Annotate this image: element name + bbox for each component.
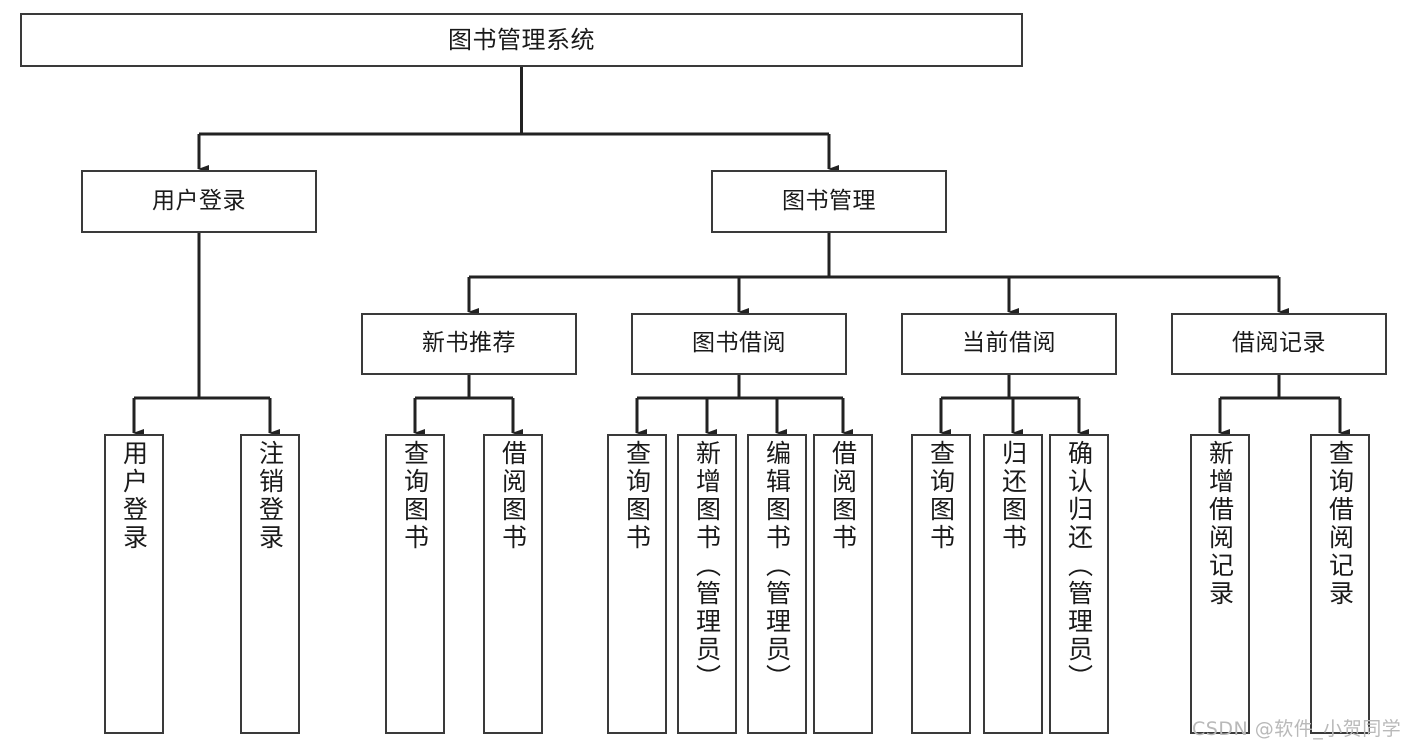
node-leaf-query-record[interactable]: 查询借阅记录 bbox=[1310, 434, 1370, 734]
node-label-leaf-edit-book: 编辑图书（管理员） bbox=[762, 440, 792, 692]
node-book-borrow[interactable]: 图书借阅 bbox=[631, 313, 847, 375]
node-book-manage[interactable]: 图书管理 bbox=[711, 170, 947, 233]
node-leaf-return-book[interactable]: 归还图书 bbox=[983, 434, 1043, 734]
node-label-new-book-rec: 新书推荐 bbox=[422, 330, 516, 357]
node-leaf-edit-book[interactable]: 编辑图书（管理员） bbox=[747, 434, 807, 734]
node-label-leaf-query-book-1: 查询图书 bbox=[400, 440, 430, 552]
node-current-borrow[interactable]: 当前借阅 bbox=[901, 313, 1117, 375]
node-label-book-manage: 图书管理 bbox=[782, 187, 876, 214]
node-leaf-user-login[interactable]: 用户登录 bbox=[104, 434, 164, 734]
node-leaf-query-book-1[interactable]: 查询图书 bbox=[385, 434, 445, 734]
node-label-leaf-query-book-2: 查询图书 bbox=[622, 440, 652, 552]
node-leaf-add-record[interactable]: 新增借阅记录 bbox=[1190, 434, 1250, 734]
node-leaf-query-book-2[interactable]: 查询图书 bbox=[607, 434, 667, 734]
node-label-current-borrow: 当前借阅 bbox=[962, 330, 1056, 357]
node-leaf-confirm-return[interactable]: 确认归还（管理员） bbox=[1049, 434, 1109, 734]
node-leaf-add-book[interactable]: 新增图书（管理员） bbox=[677, 434, 737, 734]
node-leaf-query-book-3[interactable]: 查询图书 bbox=[911, 434, 971, 734]
watermark-text: CSDN @软件_小贺同学 bbox=[1192, 718, 1402, 740]
node-label-leaf-logout: 注销登录 bbox=[255, 440, 285, 552]
node-label-user-login: 用户登录 bbox=[152, 187, 246, 214]
node-label-leaf-query-record: 查询借阅记录 bbox=[1325, 440, 1355, 608]
node-label-root: 图书管理系统 bbox=[448, 25, 595, 54]
node-label-borrow-record: 借阅记录 bbox=[1232, 330, 1326, 357]
node-user-login[interactable]: 用户登录 bbox=[81, 170, 317, 233]
node-label-leaf-confirm-return: 确认归还（管理员） bbox=[1064, 440, 1094, 692]
node-label-leaf-query-book-3: 查询图书 bbox=[926, 440, 956, 552]
node-label-leaf-user-login: 用户登录 bbox=[119, 440, 149, 552]
node-label-leaf-return-book: 归还图书 bbox=[998, 440, 1028, 552]
node-root[interactable]: 图书管理系统 bbox=[20, 13, 1023, 67]
node-leaf-borrow-book-1[interactable]: 借阅图书 bbox=[483, 434, 543, 734]
node-label-leaf-add-record: 新增借阅记录 bbox=[1205, 440, 1235, 608]
node-label-book-borrow: 图书借阅 bbox=[692, 330, 786, 357]
node-leaf-logout[interactable]: 注销登录 bbox=[240, 434, 300, 734]
node-label-leaf-add-book: 新增图书（管理员） bbox=[692, 440, 722, 692]
node-leaf-borrow-book-2[interactable]: 借阅图书 bbox=[813, 434, 873, 734]
node-new-book-rec[interactable]: 新书推荐 bbox=[361, 313, 577, 375]
node-label-leaf-borrow-book-1: 借阅图书 bbox=[498, 440, 528, 552]
node-borrow-record[interactable]: 借阅记录 bbox=[1171, 313, 1387, 375]
node-label-leaf-borrow-book-2: 借阅图书 bbox=[828, 440, 858, 552]
